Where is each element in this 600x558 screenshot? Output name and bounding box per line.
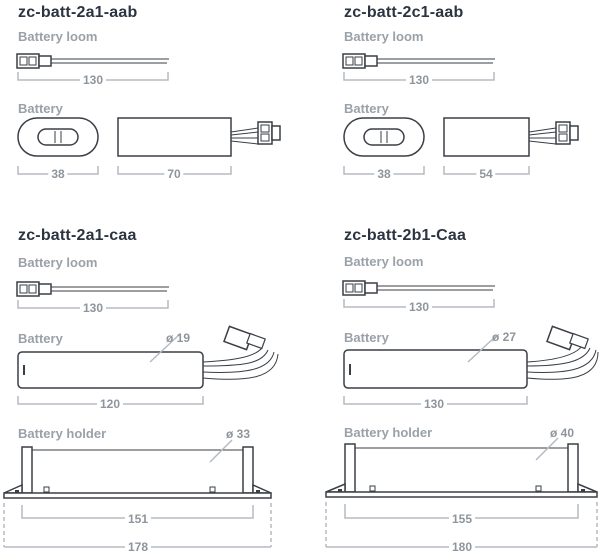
section-3-loom-label: Battery loom <box>18 255 98 270</box>
section-3-art <box>3 281 279 548</box>
section-4-holder-label: Battery holder <box>344 425 433 440</box>
section-1-loom-label: Battery loom <box>18 29 98 44</box>
section-2-loom-label: Battery loom <box>344 29 424 44</box>
section-2-battery-label: Battery <box>344 101 389 116</box>
section-3-title: zc-batt-2a1-caa <box>18 227 137 244</box>
section-2-art <box>342 53 579 175</box>
section-3-battery-length: 120 <box>96 397 124 411</box>
section-4-battery-diameter: ø 27 <box>492 330 517 344</box>
section-4-holder-inner: 155 <box>448 512 476 526</box>
section-4-holder-outer: 180 <box>448 540 476 554</box>
section-1-art <box>16 53 281 175</box>
section-2-title: zc-batt-2c1-aab <box>344 4 464 21</box>
section-2-battery-end-dim: 38 <box>374 167 394 181</box>
section-1-battery-label: Battery <box>18 101 63 116</box>
section-2-loom-length: 130 <box>405 73 433 87</box>
section-4-title: zc-batt-2b1-Caa <box>344 227 467 244</box>
section-1-battery-length: 70 <box>164 167 184 181</box>
section-2-battery-length: 54 <box>476 167 496 181</box>
section-4-loom-length: 130 <box>405 300 433 314</box>
section-3-battery-diameter: ø 19 <box>166 331 191 345</box>
section-4-holder-diameter: ø 40 <box>550 426 575 440</box>
section-1-title: zc-batt-2a1-aab <box>18 4 138 21</box>
section-4-loom-label: Battery loom <box>344 254 424 269</box>
section-4-art <box>325 280 599 548</box>
section-3-holder-label: Battery holder <box>18 426 107 441</box>
section-3-battery-label: Battery <box>18 331 63 346</box>
section-1-loom-length: 130 <box>79 73 107 87</box>
section-3-holder-diameter: ø 33 <box>226 427 251 441</box>
section-3-loom-length: 130 <box>79 301 107 315</box>
section-3-holder-outer: 178 <box>124 540 152 554</box>
section-1-battery-end-dim: 38 <box>48 167 68 181</box>
section-4-battery-length: 130 <box>420 397 448 411</box>
section-4-battery-label: Battery <box>344 330 389 345</box>
section-3-holder-inner: 151 <box>124 512 152 526</box>
